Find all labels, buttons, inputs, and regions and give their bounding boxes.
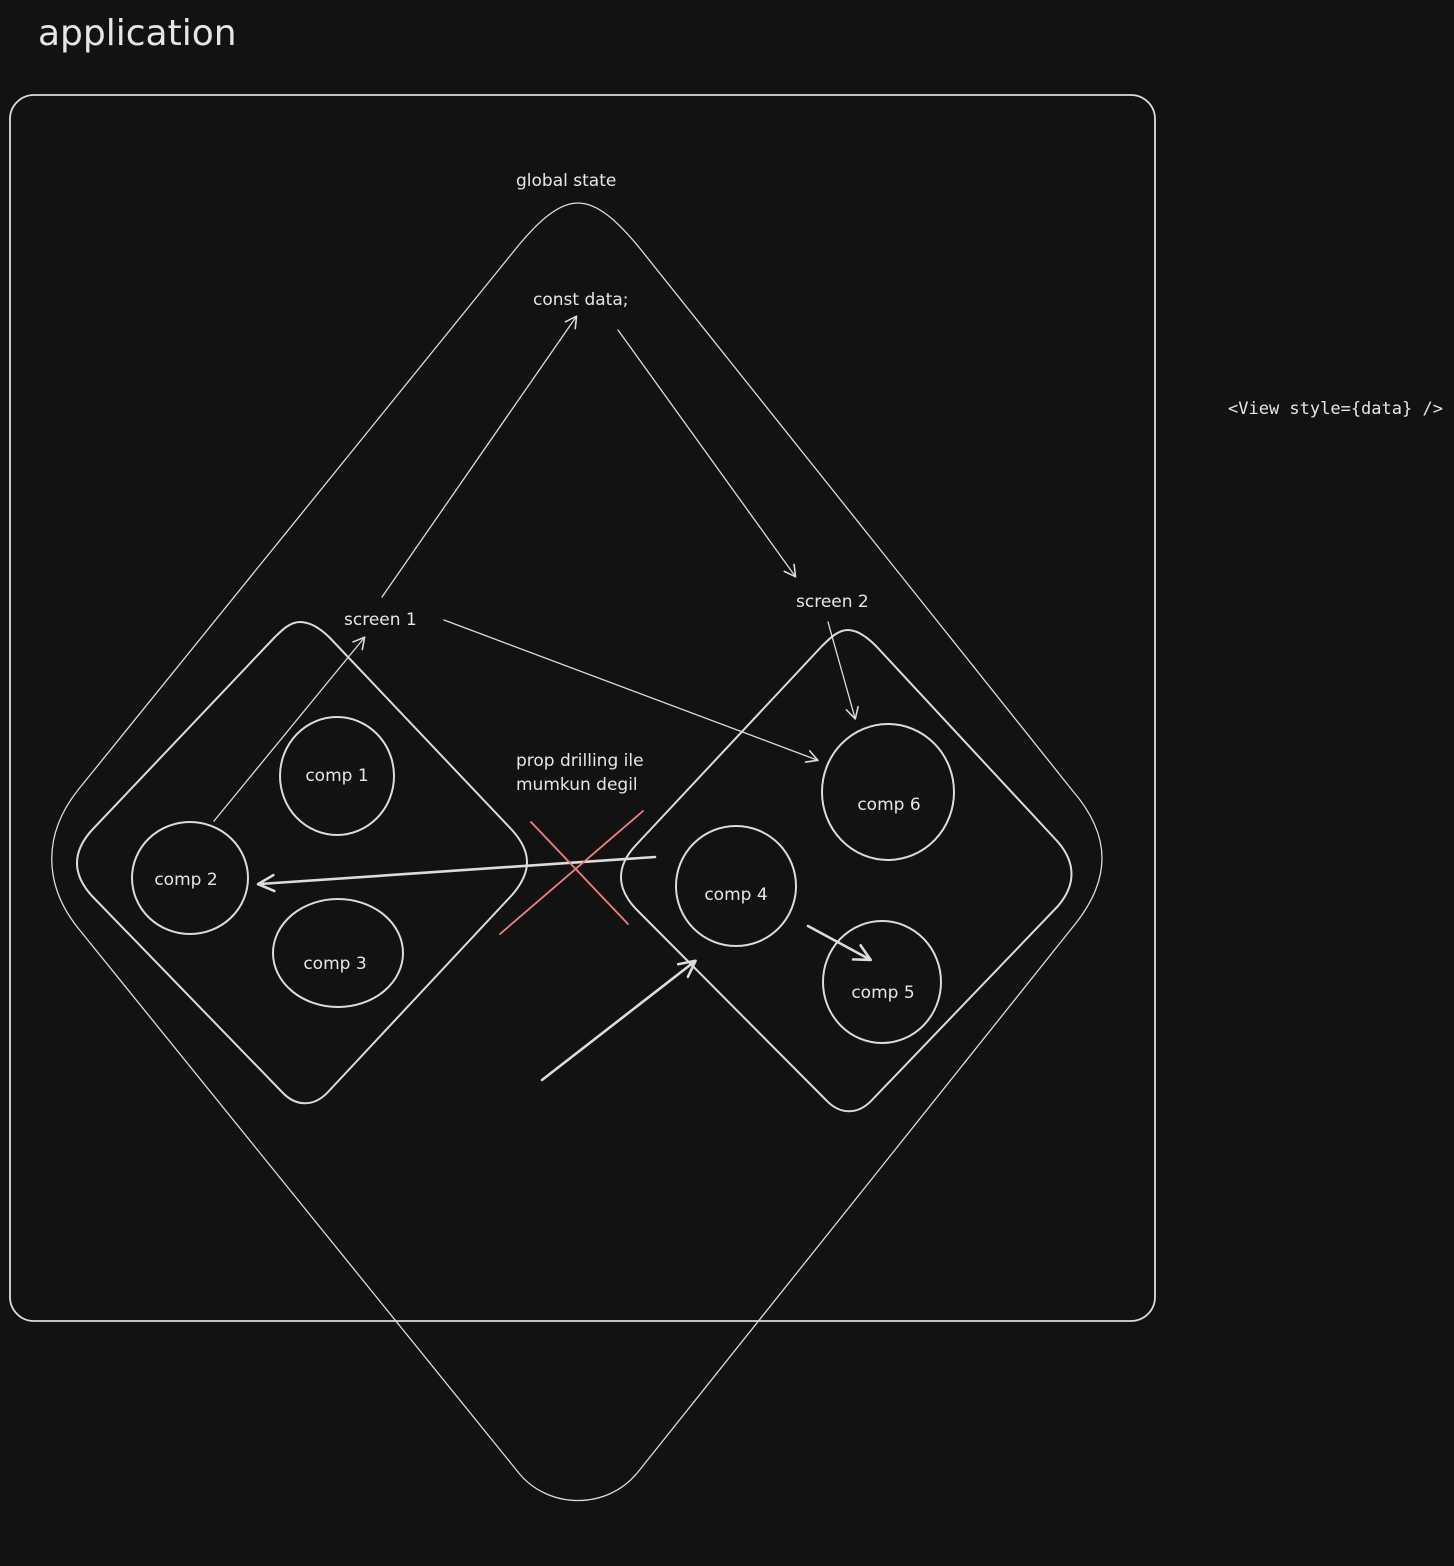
arrow-screen1-to-global-state (381, 315, 578, 598)
comp-1-circle (279, 716, 395, 836)
arrow-comp2-to-screen1 (213, 636, 366, 822)
comp-6-label: comp 6 (857, 795, 920, 815)
comp-2-label: comp 2 (154, 870, 217, 890)
arrow-global-state-to-screen2 (617, 329, 797, 578)
comp-4-label: comp 4 (704, 885, 767, 905)
screen-1-label: screen 1 (344, 610, 417, 630)
comp-5-label: comp 5 (851, 983, 914, 1003)
comp-3-circle (272, 898, 404, 1008)
arrow-prop-drilling-to-comp2 (260, 855, 657, 884)
comp-2-circle (131, 821, 249, 935)
const-data-label: const data; (533, 290, 628, 310)
comp-4-circle (675, 825, 797, 947)
blocked-cross-icon (499, 810, 644, 935)
global-state-label: global state (516, 171, 616, 191)
application-frame (9, 94, 1156, 1322)
screen-1-diamond (76, 621, 528, 1105)
arrow-screen2-to-comp6 (827, 621, 859, 720)
comp-5-circle (822, 920, 942, 1044)
comp-1-label: comp 1 (305, 766, 368, 786)
screen-2-label: screen 2 (796, 592, 869, 612)
global-state-diamond (51, 202, 1103, 1501)
view-style-note: <View style={data} /> (1228, 399, 1443, 419)
application-title: application (38, 13, 237, 54)
screen-2-diamond (620, 629, 1073, 1113)
annotation-line-1: prop drilling ile (516, 751, 644, 771)
annotation-line-2: mumkun degil (516, 775, 638, 795)
arrow-screen1-to-comp6 (443, 619, 819, 763)
comp-6-circle (821, 723, 955, 861)
comp-3-label: comp 3 (303, 954, 366, 974)
arrow-comp4-to-comp5 (806, 924, 869, 959)
arrow-to-comp4 (540, 962, 694, 1082)
